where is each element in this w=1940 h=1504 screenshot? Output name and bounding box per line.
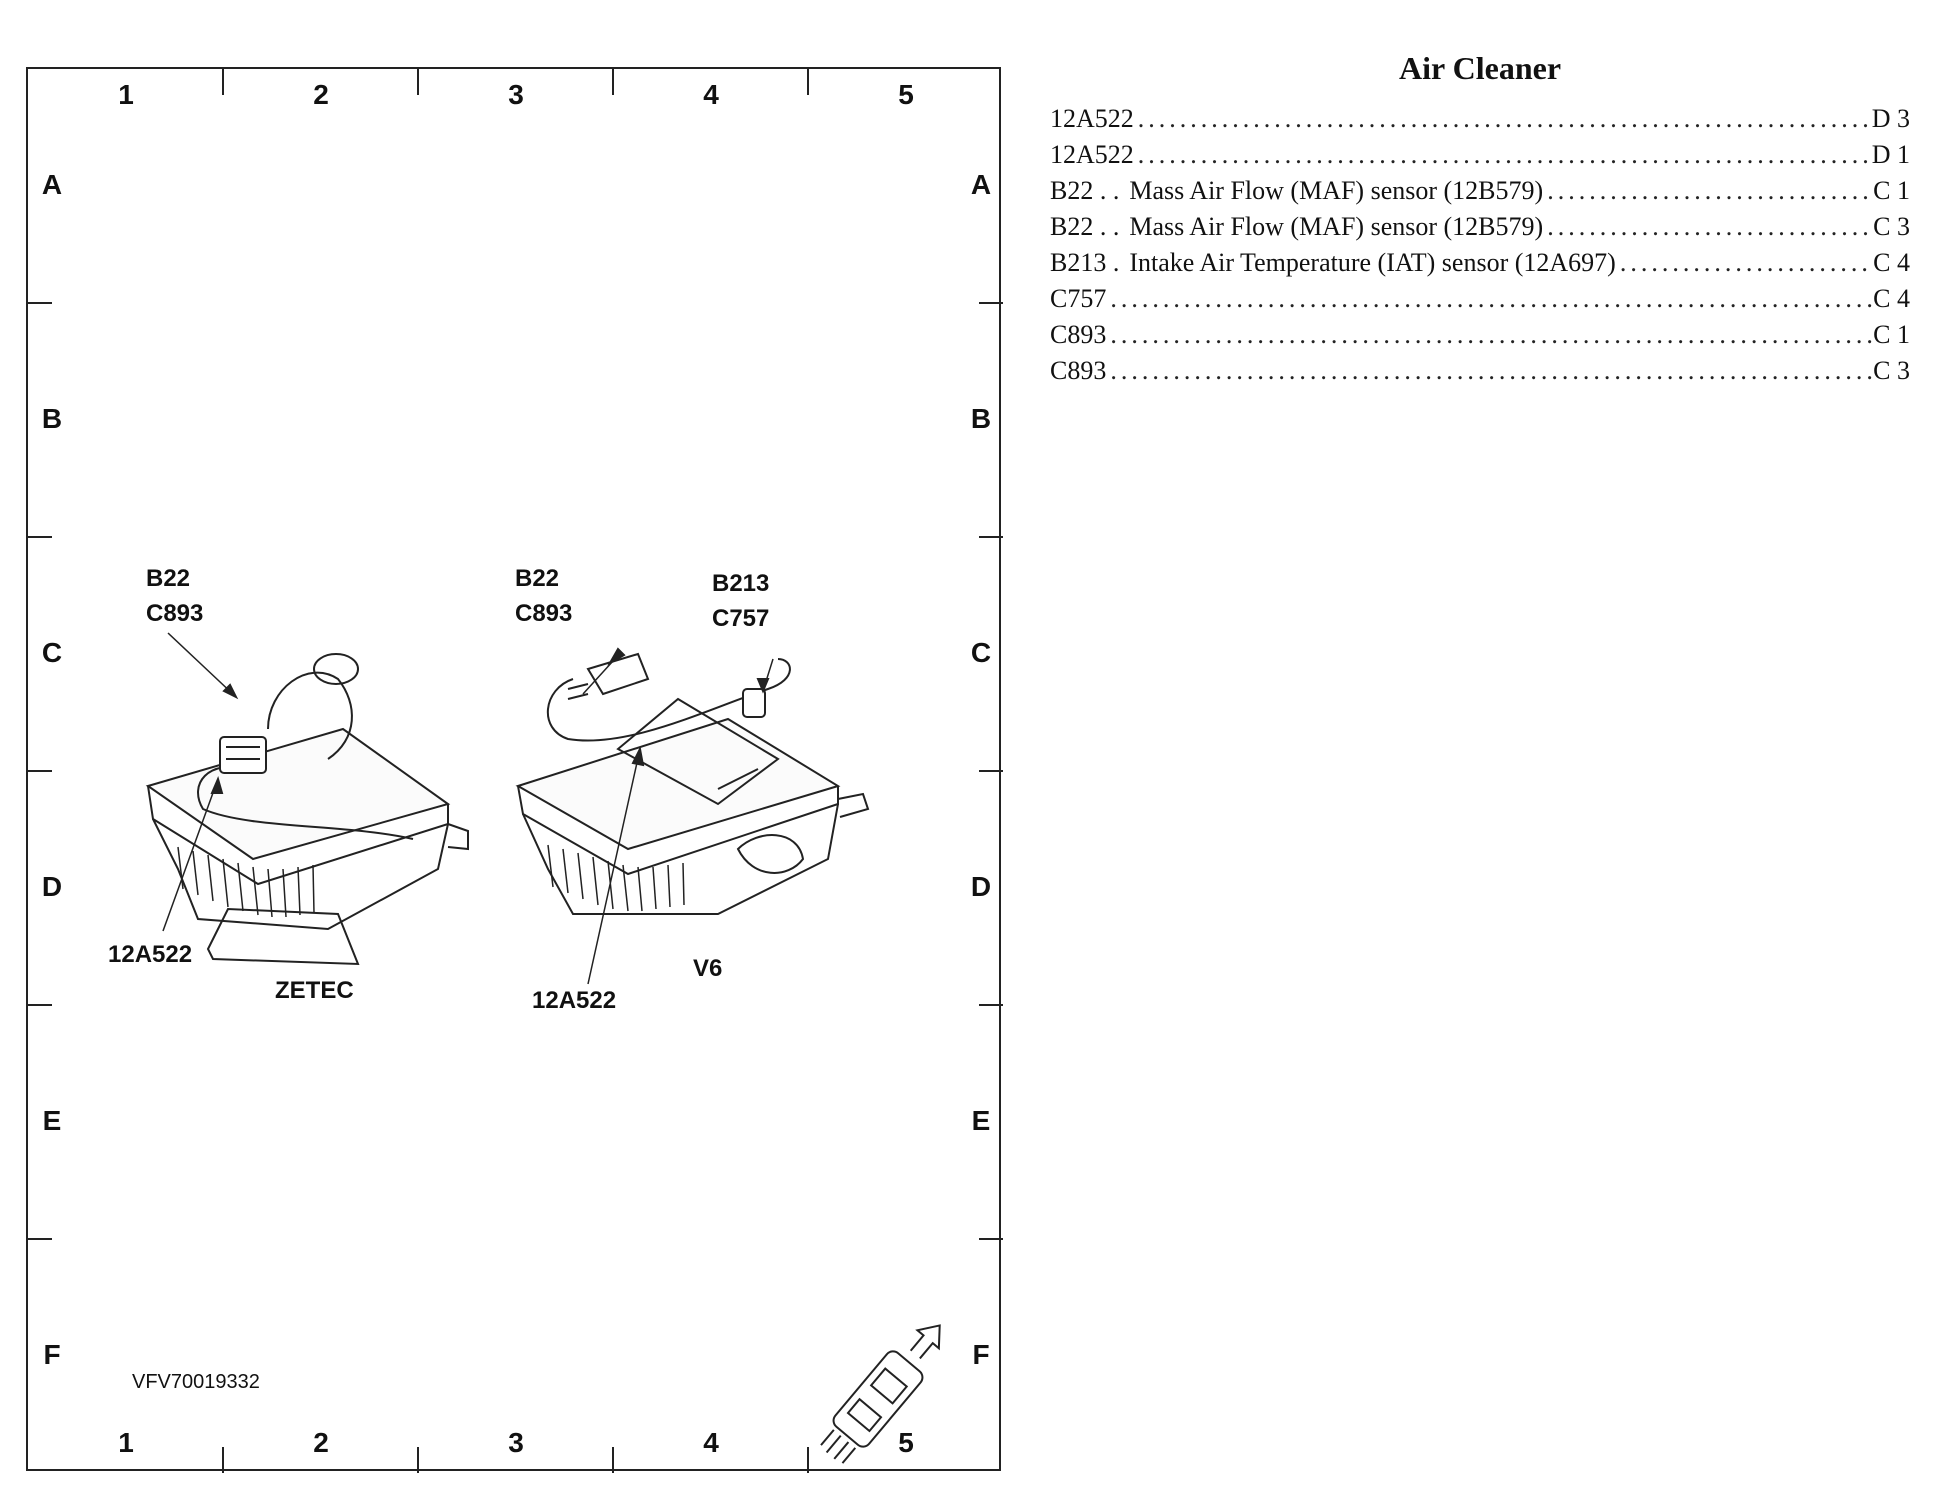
index-entry-leader xyxy=(1134,137,1872,173)
row-letter: E xyxy=(42,1105,62,1136)
index-entry-description: Intake Air Temperature (IAT) sensor (12A… xyxy=(1129,248,1616,277)
index-entry-code: B22 . . xyxy=(1050,212,1120,241)
zetec-c893-label: C893 xyxy=(146,600,204,627)
zetec-engine-label: ZETEC xyxy=(275,977,354,1004)
index-list: 12A522 D 3 12A522 D 1 B22 . . Mass Air Flow (… xyxy=(1050,101,1910,389)
row-letter: B xyxy=(41,403,63,434)
index-entry: B22 . . Mass Air Flow (MAF) sensor (12B57… xyxy=(1050,173,1910,209)
column-number: 1 xyxy=(118,1427,134,1458)
row-letter: B xyxy=(970,403,992,434)
row-letter: C xyxy=(41,637,63,668)
index-entry-location: D 1 xyxy=(1871,140,1910,169)
index-entry-location: C 4 xyxy=(1873,248,1910,277)
index-entry-location: C 1 xyxy=(1873,176,1910,205)
index-entry: C893 C 1 xyxy=(1050,317,1910,353)
column-number: 2 xyxy=(313,79,329,110)
column-number: 5 xyxy=(898,79,914,110)
row-letter: C xyxy=(970,637,992,668)
index-entry: 12A522 D 3 xyxy=(1050,101,1910,137)
index-entry-code: C893 xyxy=(1050,320,1107,349)
index-entry: C893 C 3 xyxy=(1050,353,1910,389)
index-entry-leader xyxy=(1616,245,1873,281)
index-entry-description: Mass Air Flow (MAF) sensor (12B579) xyxy=(1129,176,1544,205)
row-letter: A xyxy=(970,169,992,200)
index-entry: C757 C 4 xyxy=(1050,281,1910,317)
column-number: 5 xyxy=(898,1427,914,1458)
v6-harness-label: 12A522 xyxy=(532,987,617,1014)
index-entry-leader xyxy=(1543,209,1873,245)
v6-b22-label: B22 xyxy=(515,565,560,592)
component-index: Air Cleaner 12A522 D 3 12A522 D 1 B22 . . Mas… xyxy=(1050,50,1910,389)
index-entry: B22 . . Mass Air Flow (MAF) sensor (12B57… xyxy=(1050,209,1910,245)
index-entry-code: C893 xyxy=(1050,356,1107,385)
index-title: Air Cleaner xyxy=(1398,50,1562,86)
index-entry-code: B213 . xyxy=(1050,248,1120,277)
column-number: 3 xyxy=(508,1427,524,1458)
index-entry-code: B22 . . xyxy=(1050,176,1120,205)
v6-c757-label: C757 xyxy=(712,605,770,632)
index-entry-code: 12A522 xyxy=(1050,104,1134,133)
index-entry-location: C 4 xyxy=(1873,284,1910,313)
row-letter: A xyxy=(41,169,63,200)
row-letter: D xyxy=(970,871,992,902)
zetec-air-cleaner-drawing xyxy=(145,632,469,966)
column-number: 4 xyxy=(703,79,719,110)
index-entry: 12A522 D 1 xyxy=(1050,137,1910,173)
index-entry-leader xyxy=(1106,353,1873,389)
v6-engine-label: V6 xyxy=(693,955,723,982)
zetec-b22-label: B22 xyxy=(146,565,191,592)
v6-c893-label: C893 xyxy=(515,600,573,627)
index-entry-leader xyxy=(1106,281,1873,317)
row-letter: F xyxy=(972,1339,990,1370)
row-letter: F xyxy=(43,1339,61,1370)
index-entry-code: C757 xyxy=(1050,284,1107,313)
vehicle-front-arrow-icon xyxy=(820,1324,941,1464)
column-number: 4 xyxy=(703,1427,719,1458)
row-letter: E xyxy=(971,1105,991,1136)
figure-code: VFV70019332 xyxy=(132,1371,260,1393)
index-entry-leader xyxy=(1543,173,1873,209)
row-letter: D xyxy=(41,871,63,902)
frame-ticks xyxy=(28,69,1003,1473)
index-entry-location: C 1 xyxy=(1873,320,1910,349)
index-entry-description: Mass Air Flow (MAF) sensor (12B579) xyxy=(1129,212,1544,241)
index-entry-leader xyxy=(1134,101,1872,137)
zetec-harness-label: 12A522 xyxy=(108,941,193,968)
column-number: 2 xyxy=(313,1427,329,1458)
column-number: 3 xyxy=(508,79,524,110)
index-entry: B213 . Intake Air Temperature (IAT) senso… xyxy=(1050,245,1910,281)
v6-air-cleaner-drawing xyxy=(515,647,870,985)
v6-b213-label: B213 xyxy=(712,570,770,597)
index-entry-location: D 3 xyxy=(1871,104,1910,133)
grid-frame: 1 2 3 4 5 1 2 3 4 5 A B C D E F A B C D … xyxy=(26,67,1003,1473)
index-entry-leader xyxy=(1106,317,1873,353)
index-entry-code: 12A522 xyxy=(1050,140,1134,169)
index-entry-location: C 3 xyxy=(1873,212,1910,241)
column-number: 1 xyxy=(118,79,134,110)
index-entry-location: C 3 xyxy=(1873,356,1910,385)
